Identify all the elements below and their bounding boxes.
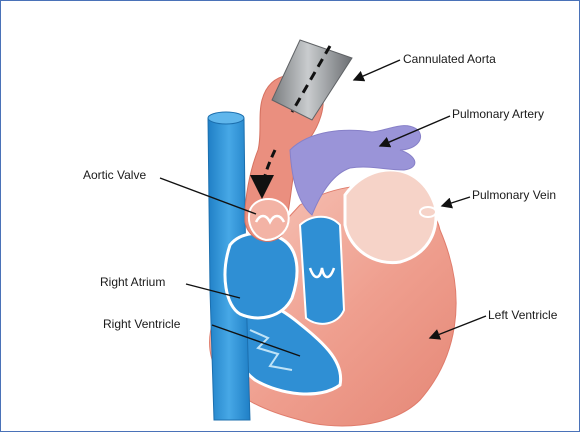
label-right-atrium: Right Atrium [100, 275, 165, 289]
right-atrium-chamber [225, 233, 297, 318]
label-aortic-valve: Aortic Valve [83, 168, 146, 182]
label-right-ventricle: Right Ventricle [103, 317, 180, 331]
label-pulmonary-vein: Pulmonary Vein [472, 188, 556, 202]
vena-cava-opening [208, 112, 244, 124]
label-left-ventricle: Left Ventricle [488, 308, 557, 322]
label-pulmonary-artery: Pulmonary Artery [452, 107, 544, 121]
leader-pulmonary-vein [442, 197, 470, 206]
pulmonary-vein-stub [420, 207, 436, 217]
label-cannulated-aorta: Cannulated Aorta [403, 52, 496, 66]
leader-cannulated-aorta [354, 60, 400, 80]
